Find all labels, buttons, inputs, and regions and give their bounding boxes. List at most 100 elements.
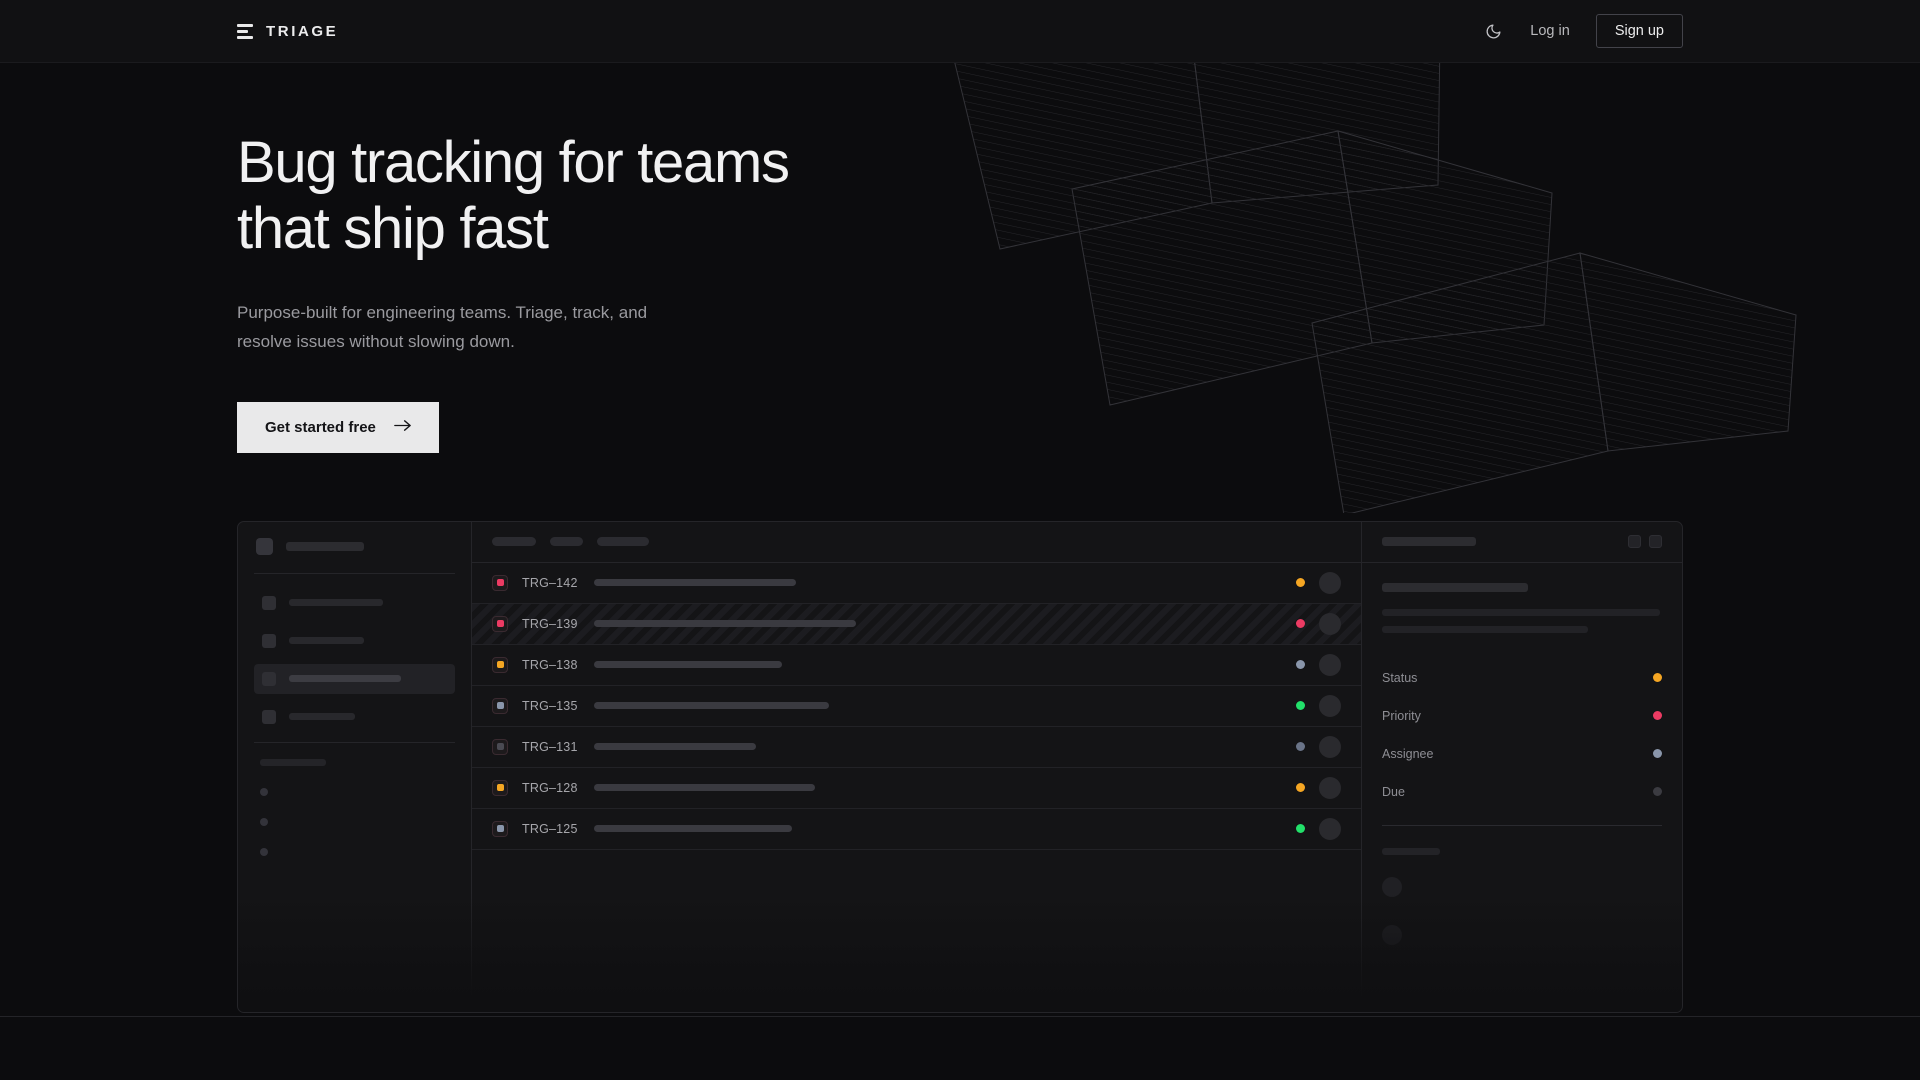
table-row[interactable]: TRG–138 [472,645,1361,686]
table-row[interactable]: TRG–128 [472,768,1361,809]
status-dot [1296,619,1305,629]
mockup-sidebar [238,521,472,1012]
sidebar-divider-top [254,572,455,574]
issue-list-toolbar [472,522,1361,563]
comment-avatar [1382,924,1402,945]
sidebar-nav-label-skeleton [289,675,401,683]
comment-avatar [1382,876,1402,897]
sidebar-mini-item[interactable] [260,817,268,826]
sidebar-nav-label-skeleton [289,637,364,645]
priority-badge [492,779,508,796]
issue-title-skeleton [594,661,782,669]
detail-meta-row-priority[interactable]: Priority [1382,697,1662,735]
assignee-avatar [1319,612,1341,635]
issue-id: TRG–125 [522,821,578,836]
sidebar-nav-label-skeleton [289,599,383,607]
priority-badge [492,574,508,591]
meta-value-dot [1653,749,1662,759]
page-title: Bug tracking for teams that ship fast [237,130,957,261]
issue-id: TRG–139 [522,616,578,631]
issue-list-empty-space [472,850,1361,1012]
issue-id: TRG–135 [522,698,578,713]
assignee-avatar [1319,735,1341,758]
priority-badge [492,697,508,714]
sidebar-nav-icon [262,633,276,648]
table-row[interactable]: TRG–131 [472,727,1361,768]
assignee-avatar [1319,694,1341,717]
get-started-button[interactable]: Get started free [237,401,439,453]
moon-icon[interactable] [1482,20,1504,42]
detail-meta-row-due[interactable]: Due [1382,773,1662,811]
sidebar-nav-item-2[interactable] [254,626,455,656]
issue-title-skeleton [594,702,829,710]
detail-body-line-1 [1382,608,1660,616]
sidebar-nav-item-4[interactable] [254,702,455,732]
meta-value-dot [1653,711,1662,721]
mockup-workspace-switcher[interactable] [238,537,471,573]
page-bottom-rule [0,1016,1920,1017]
status-dot [1296,742,1305,752]
issue-id: TRG–142 [522,575,578,590]
detail-action-icon-2[interactable] [1649,535,1662,549]
issue-title-skeleton [594,825,792,833]
detail-action-icon-1[interactable] [1628,535,1641,549]
issue-id: TRG–128 [522,780,578,795]
issue-title-skeleton [594,784,815,792]
status-dot [1296,783,1305,793]
workspace-avatar [256,537,273,555]
comments-section-label [1382,847,1440,855]
meta-label: Assignee [1382,746,1434,761]
priority-badge [492,615,508,632]
status-dot [1296,660,1305,670]
sidebar-nav-label-skeleton [289,713,355,721]
top-navbar: TRIAGE Log in Sign up [0,0,1920,63]
headline-line-1: Bug tracking for teams [237,130,790,195]
sidebar-section-label [238,743,471,774]
meta-label: Due [1382,784,1405,799]
sidebar-mini-list [238,787,471,856]
headline-line-2: that ship fast [237,195,549,261]
meta-label: Priority [1382,708,1421,723]
detail-divider [1382,824,1662,826]
toolbar-chip-3[interactable] [597,537,649,547]
assignee-avatar [1319,776,1341,799]
status-dot [1296,701,1305,711]
sidebar-mini-item[interactable] [260,847,268,856]
detail-body-title-skeleton [1382,582,1528,592]
sidebar-nav-icon [262,709,276,724]
toolbar-chip-2[interactable] [550,537,583,547]
sidebar-nav-item-1[interactable] [254,588,455,618]
status-dot [1296,578,1305,588]
detail-panel-header [1362,522,1682,563]
hero-subheading: Purpose-built for engineering teams. Tri… [237,298,717,356]
meta-value-dot [1653,673,1662,683]
detail-comments [1382,876,1662,945]
brand-logo[interactable]: TRIAGE [237,23,338,40]
table-row[interactable]: TRG–125 [472,809,1361,850]
table-row[interactable]: TRG–135 [472,686,1361,727]
detail-body-line-2 [1382,625,1588,633]
sidebar-nav-item-3[interactable] [254,663,455,694]
issue-id: TRG–138 [522,657,578,672]
table-row[interactable]: TRG–142 [472,563,1361,604]
subhead-line-1: Purpose-built for engineering teams. Tri… [237,303,648,323]
sidebar-divider-bottom [254,741,455,743]
sidebar-nav-icon [262,671,276,686]
login-link[interactable]: Log in [1530,23,1570,39]
assignee-avatar [1319,653,1341,676]
priority-badge [492,820,508,837]
signup-button[interactable]: Sign up [1595,14,1683,48]
detail-meta-row-assignee[interactable]: Assignee [1382,735,1662,773]
toolbar-chip-1[interactable] [492,537,536,547]
sidebar-mini-item[interactable] [260,787,268,796]
cta-label: Get started free [265,418,376,436]
hero-section: Bug tracking for teams that ship fast Pu… [0,53,1920,513]
detail-meta-row-status[interactable]: Status [1382,659,1662,697]
mockup-sidebar-nav [238,574,471,742]
status-dot [1296,824,1305,834]
issue-title-skeleton [594,579,796,587]
table-row[interactable]: TRG–139 [472,603,1361,645]
assignee-avatar [1319,817,1341,840]
